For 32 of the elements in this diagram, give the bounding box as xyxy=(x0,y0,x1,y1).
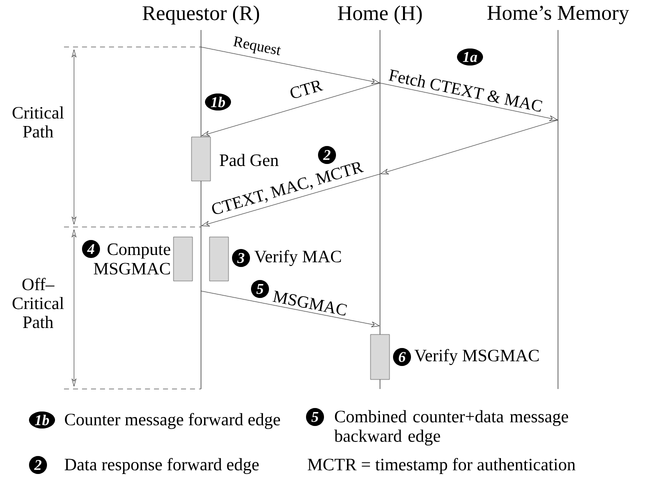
lifeline-header: Home (H) xyxy=(338,6,422,24)
bar-label: Verify MSGMAC xyxy=(414,348,539,365)
edge-label: MSGMAC xyxy=(270,289,350,318)
key-text: Combined counter+data message backward edge xyxy=(334,410,568,446)
arrow xyxy=(200,290,380,328)
step-badge: 3 xyxy=(232,248,250,267)
arrow xyxy=(200,46,380,84)
step-badge: 6 xyxy=(393,348,411,366)
arrow xyxy=(380,120,558,174)
bar-label: Verify MAC xyxy=(254,250,341,266)
step-badge: 1b xyxy=(205,93,231,110)
edge-label: CTR xyxy=(287,78,325,101)
step-badge: 1a xyxy=(457,48,483,66)
step-badge: 2 xyxy=(29,456,47,474)
step-badge: 4 xyxy=(82,240,100,258)
lifeline-header: Home’s Memory xyxy=(487,6,630,24)
phase-label: Critical Path xyxy=(12,106,64,138)
step-badge: 1b xyxy=(29,411,55,428)
key-text: Data response forward edge xyxy=(64,458,259,474)
edge-label: Fetch CTEXT & MAC xyxy=(386,67,545,114)
phase-label: Off– Critical Path xyxy=(12,278,64,328)
lifeline-header: Requestor (R) xyxy=(142,6,260,24)
key-text: MCTR = timestamp for authentication xyxy=(308,458,576,474)
step-badge: 5 xyxy=(306,408,324,426)
bar-label: Pad Gen xyxy=(220,154,278,166)
arrow xyxy=(201,174,380,226)
key-text: Counter message forward edge xyxy=(64,412,280,429)
arrow xyxy=(201,82,380,136)
step-badge: 2 xyxy=(318,146,336,164)
edge-label: Request xyxy=(230,35,283,60)
arrow xyxy=(380,82,558,121)
step-badge: 5 xyxy=(251,280,269,298)
